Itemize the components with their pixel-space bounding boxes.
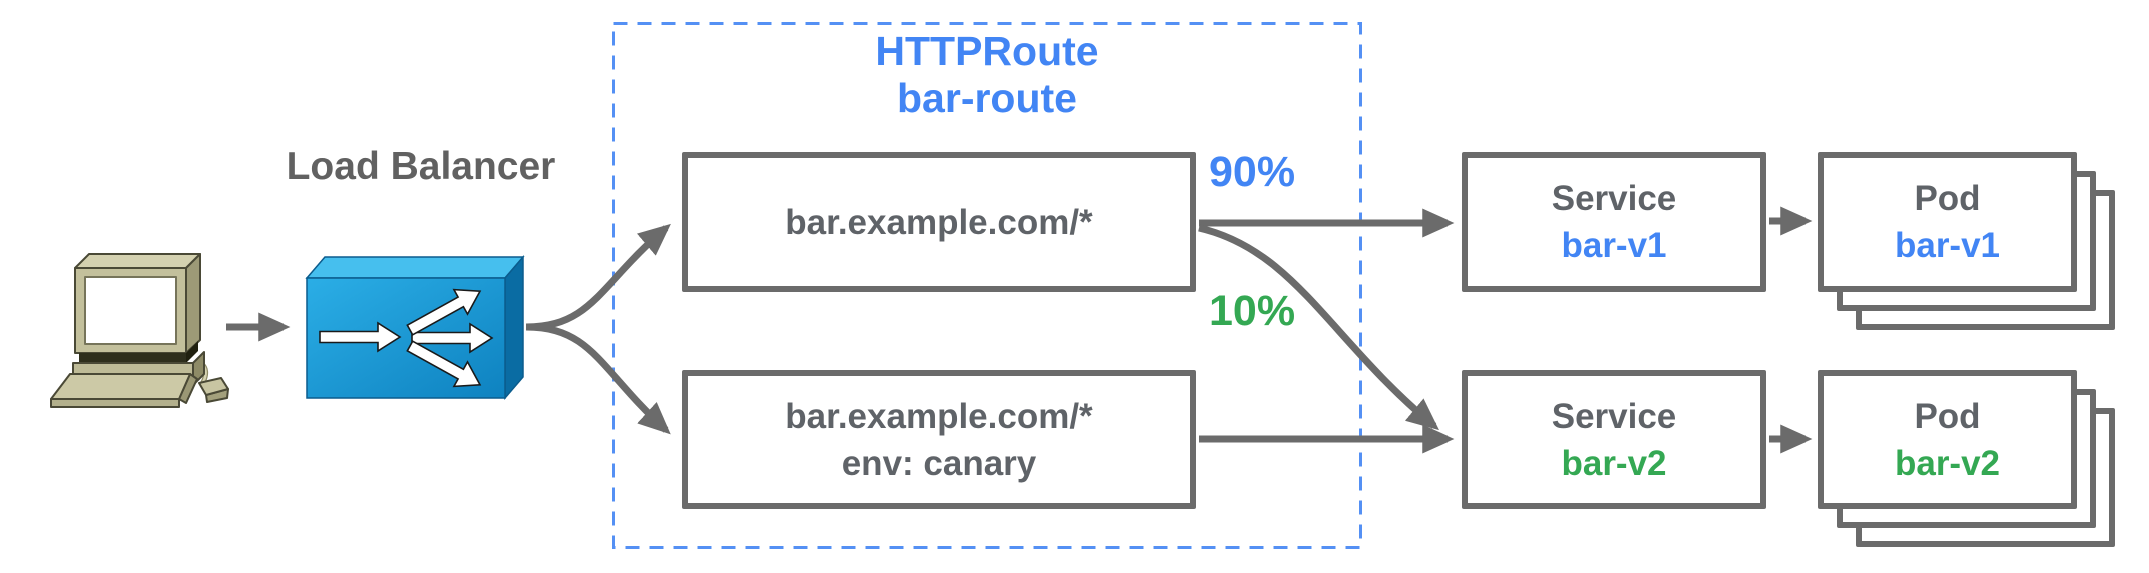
service-box-bar-v1: Service bar-v1 — [1462, 152, 1766, 292]
pod-name-label: bar-v1 — [1894, 226, 2001, 265]
pod-kind-label: Pod — [1914, 396, 1981, 436]
service-box-bar-v2: Service bar-v2 — [1462, 370, 1766, 509]
route-rule-box-2: bar.example.com/* env: canary — [682, 370, 1196, 509]
httproute-group-title: HTTPRoute bar-route — [612, 28, 1362, 122]
weight-90-label: 90% — [1209, 148, 1296, 196]
service-name-label: bar-v2 — [1561, 443, 1667, 483]
load-balancer-label: Load Balancer — [286, 145, 556, 188]
service-name-label: bar-v1 — [1561, 226, 1667, 265]
service-kind-label: Service — [1551, 396, 1677, 436]
httproute-kind-label: HTTPRoute — [875, 28, 1099, 74]
lb-to-rule1-arrow — [525, 223, 671, 331]
pod-box-bar-v2: Pod bar-v2 — [1818, 370, 2077, 509]
pod-box-bar-v1: Pod bar-v1 — [1818, 152, 2077, 292]
lb-to-rule2-arrow — [525, 323, 671, 435]
httproute-name-label: bar-route — [897, 75, 1077, 121]
load-balancer-icon — [305, 254, 525, 401]
computer-icon — [50, 253, 229, 408]
pod-kind-label: Pod — [1914, 179, 1981, 218]
rule-1-match: bar.example.com/* — [785, 202, 1093, 242]
pod-name-label: bar-v2 — [1894, 443, 2001, 483]
rule-2-match: bar.example.com/* — [785, 396, 1093, 436]
rule-2-header-match: env: canary — [841, 443, 1037, 483]
route-rule-box-1: bar.example.com/* — [682, 152, 1196, 292]
service-kind-label: Service — [1551, 179, 1677, 218]
weight-10-label: 10% — [1209, 287, 1296, 335]
